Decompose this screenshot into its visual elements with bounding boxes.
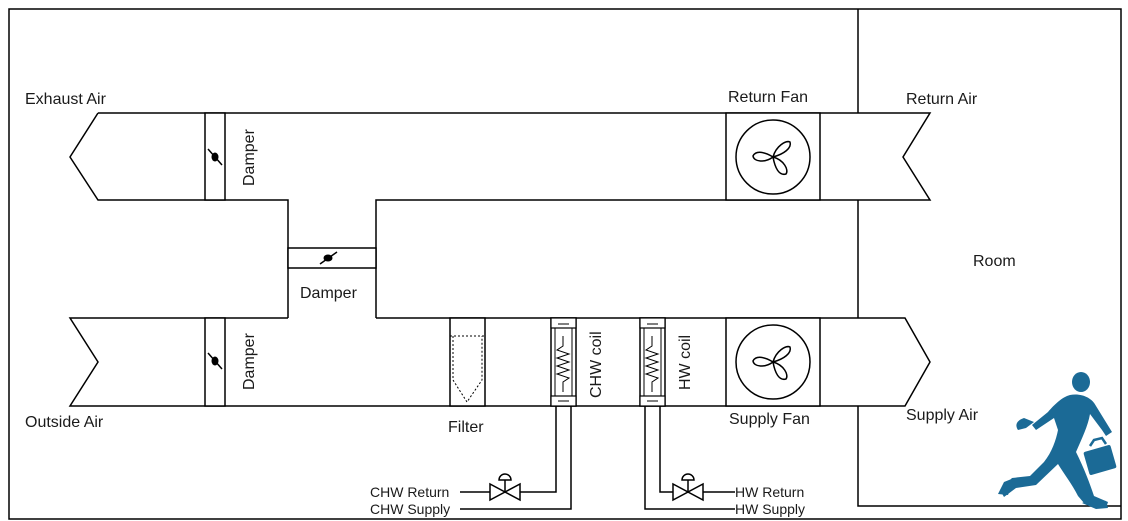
return-fan-label: Return Fan xyxy=(728,89,808,106)
hw-coil-label: HW coil xyxy=(677,335,694,390)
running-businessman-icon xyxy=(998,372,1117,509)
supply-duct xyxy=(68,317,931,407)
hw-piping: HW Return HW Supply xyxy=(644,406,805,517)
room: Room xyxy=(857,9,1121,507)
damper-outside-label: Damper xyxy=(241,332,258,390)
supply-fan: Supply Fan xyxy=(725,317,821,428)
hw-return-label: HW Return xyxy=(735,484,804,500)
supply-fan-label: Supply Fan xyxy=(729,411,810,428)
chw-return-label: CHW Return xyxy=(370,484,449,500)
hw-supply-label: HW Supply xyxy=(735,501,805,517)
damper-mixing-label: Damper xyxy=(300,285,358,302)
chw-coil: CHW coil xyxy=(550,317,605,407)
supply-air-label: Supply Air xyxy=(906,407,979,424)
valve-icon xyxy=(489,473,521,502)
fan-icon xyxy=(735,119,811,195)
damper-exhaust-label: Damper xyxy=(241,128,258,186)
outside-air-label: Outside Air xyxy=(25,414,104,431)
room-label: Room xyxy=(973,253,1016,270)
filter: Filter xyxy=(448,317,486,436)
mixing-damper: Damper xyxy=(287,247,377,302)
coil-icon xyxy=(554,323,573,402)
exhaust-air-label: Exhaust Air xyxy=(25,91,107,108)
return-air-label: Return Air xyxy=(906,91,978,108)
hw-coil: HW coil xyxy=(639,317,694,407)
chw-piping: CHW Return CHW Supply xyxy=(370,406,572,517)
valve-icon xyxy=(672,473,704,502)
return-fan: Return Fan xyxy=(725,89,821,201)
diagram-frame xyxy=(8,8,1122,520)
coil-icon xyxy=(643,323,662,402)
filter-label: Filter xyxy=(448,419,484,436)
chw-coil-label: CHW coil xyxy=(588,331,605,398)
chw-supply-label: CHW Supply xyxy=(370,501,450,517)
exhaust-damper: Damper xyxy=(204,112,258,201)
outside-damper: Damper xyxy=(204,317,258,407)
fan-icon xyxy=(735,324,811,400)
